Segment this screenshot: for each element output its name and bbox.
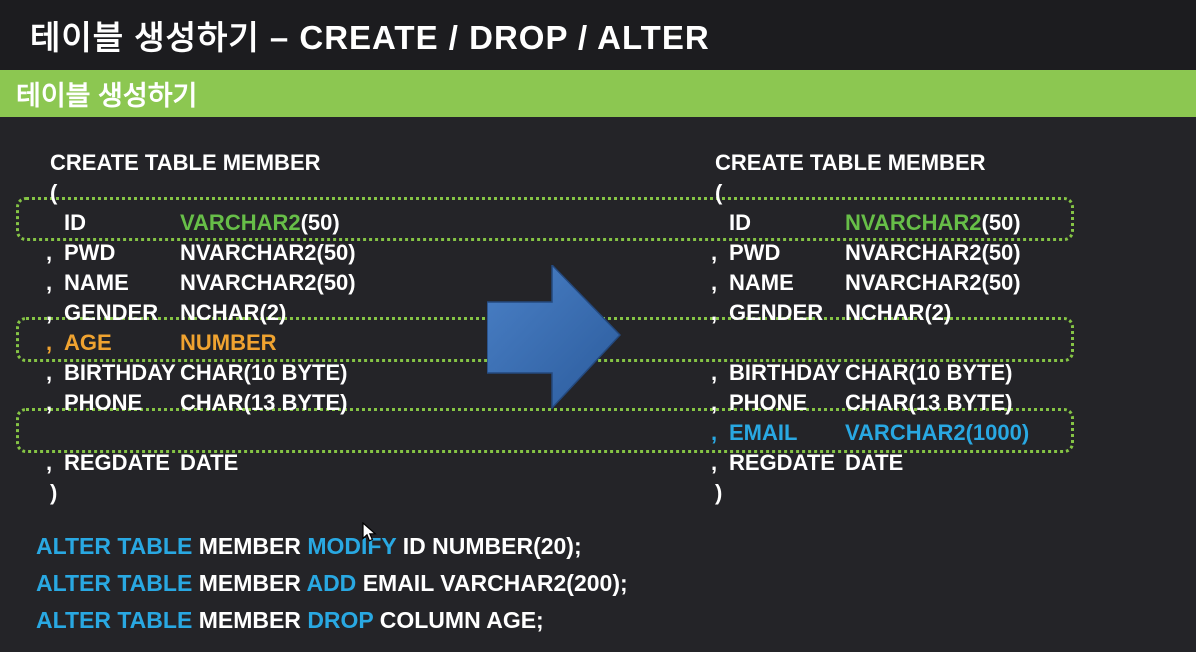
code-line: , GENDER NCHAR(2) — [46, 298, 646, 328]
column-type: CHAR(13 BYTE) — [180, 390, 348, 415]
code-line: , PHONE CHAR(13 BYTE) — [46, 388, 646, 418]
column-comma: , — [711, 240, 718, 265]
code-line: CREATE TABLE MEMBER — [715, 150, 986, 175]
sql-token: ID NUMBER(20); — [402, 533, 582, 559]
code-line: ) — [50, 480, 58, 505]
sql-token: MEMBER — [198, 533, 308, 559]
slide-title-bar: 테이블 생성하기 – CREATE / DROP / ALTER — [0, 0, 1196, 70]
column-name: REGDATE — [64, 450, 170, 475]
column-comma: , — [711, 360, 718, 385]
code-line: , PWD NVARCHAR2(50) — [711, 238, 1181, 268]
column-type: NCHAR(2) — [180, 300, 287, 325]
code-line: , EMAIL VARCHAR2(1000) — [711, 418, 1181, 448]
column-type: DATE — [845, 450, 904, 475]
code-line — [46, 418, 646, 448]
column-name: REGDATE — [729, 450, 835, 475]
column-name: GENDER — [64, 300, 159, 325]
sql-token: DROP — [307, 607, 380, 633]
alter-statement: ALTER TABLE MEMBER ADD EMAIL VARCHAR2(20… — [36, 565, 628, 602]
highlight-box-id-row — [16, 197, 1074, 241]
sql-token: ALTER TABLE — [36, 533, 199, 559]
column-comma: , — [46, 450, 53, 475]
sql-token: ADD — [306, 570, 363, 596]
sql-token: COLUMN AGE; — [379, 607, 544, 633]
section-header-label: 테이블 생성하기 — [16, 81, 198, 111]
code-line: ) — [715, 480, 723, 505]
column-type: (50) — [300, 210, 340, 235]
sql-token: MEMBER — [198, 607, 308, 633]
column-type: NCHAR(2) — [845, 300, 952, 325]
column-name: ID — [729, 210, 751, 235]
highlight-box-email-row — [16, 408, 1074, 453]
column-comma: , — [711, 390, 718, 415]
column-name: PHONE — [729, 390, 808, 415]
code-line: ( — [715, 180, 723, 205]
column-comma: , — [46, 270, 53, 295]
code-line — [711, 328, 1181, 358]
create-table-modified: CREATE TABLE MEMBER (ID NVARCHAR2(50), PWD N… — [711, 148, 1181, 508]
slide-title: 테이블 생성하기 – CREATE / DROP / ALTER — [30, 19, 710, 56]
column-name: NAME — [729, 270, 794, 295]
mouse-pointer-icon — [362, 522, 377, 542]
column-comma: , — [46, 330, 53, 355]
column-comma: , — [711, 300, 718, 325]
code-line: ( — [50, 180, 58, 205]
column-comma: , — [46, 360, 53, 385]
code-line: , REGDATE DATE — [46, 448, 646, 478]
column-name: NAME — [64, 270, 129, 295]
column-type: VARCHAR2(1000) — [845, 420, 1030, 445]
code-line: , AGE NUMBER — [46, 328, 646, 358]
column-type: NVARCHAR2(50) — [845, 270, 1021, 295]
column-type: (50) — [981, 210, 1021, 235]
column-name: EMAIL — [729, 420, 798, 445]
column-name: ID — [64, 210, 86, 235]
alter-statement: ALTER TABLE MEMBER MODIFY ID NUMBER(20); — [36, 528, 628, 565]
code-line: , PWD NVARCHAR2(50) — [46, 238, 646, 268]
sql-token: MEMBER — [198, 570, 307, 596]
column-comma: , — [711, 450, 718, 475]
column-name: PWD — [729, 240, 781, 265]
column-type: NVARCHAR2(50) — [180, 270, 356, 295]
column-comma: , — [711, 270, 718, 295]
code-line: , PHONE CHAR(13 BYTE) — [711, 388, 1181, 418]
column-comma: , — [711, 420, 718, 445]
column-type: DATE — [180, 450, 239, 475]
column-type: CHAR(13 BYTE) — [845, 390, 1013, 415]
column-comma: , — [46, 390, 53, 415]
column-type: CHAR(10 BYTE) — [180, 360, 348, 385]
code-line: CREATE TABLE MEMBER — [50, 150, 321, 175]
column-type: NVARCHAR2(50) — [180, 240, 356, 265]
column-name: BIRTHDAY — [64, 360, 176, 385]
alter-statement: ALTER TABLE MEMBER DROP COLUMN AGE; — [36, 602, 628, 639]
column-name: PWD — [64, 240, 116, 265]
code-line: , REGDATE DATE — [711, 448, 1181, 478]
code-line: ID VARCHAR2(50) — [46, 208, 646, 238]
sql-token: ALTER TABLE — [36, 607, 199, 633]
column-type: NVARCHAR2 — [845, 210, 982, 235]
code-line: , NAME NVARCHAR2(50) — [711, 268, 1181, 298]
sql-token: EMAIL VARCHAR2(200); — [362, 570, 628, 596]
column-comma: , — [46, 300, 53, 325]
column-name: AGE — [64, 330, 112, 355]
create-table-original: CREATE TABLE MEMBER (ID VARCHAR2(50), PWD NV… — [46, 148, 646, 508]
sql-token: ALTER TABLE — [36, 570, 199, 596]
section-header-bar: 테이블 생성하기 — [0, 70, 1196, 117]
column-type: NUMBER — [180, 330, 277, 355]
code-line: , NAME NVARCHAR2(50) — [46, 268, 646, 298]
column-type: VARCHAR2 — [180, 210, 301, 235]
code-line: , GENDER NCHAR(2) — [711, 298, 1181, 328]
column-name: BIRTHDAY — [729, 360, 841, 385]
column-comma: , — [46, 240, 53, 265]
right-block-arrow-icon — [487, 265, 621, 409]
alter-statements: ALTER TABLE MEMBER MODIFY ID NUMBER(20);… — [36, 528, 628, 639]
column-name: GENDER — [729, 300, 824, 325]
code-line: ID NVARCHAR2(50) — [711, 208, 1181, 238]
column-type: NVARCHAR2(50) — [845, 240, 1021, 265]
column-type: CHAR(10 BYTE) — [845, 360, 1013, 385]
sql-token: MODIFY — [307, 533, 403, 559]
column-name: PHONE — [64, 390, 143, 415]
